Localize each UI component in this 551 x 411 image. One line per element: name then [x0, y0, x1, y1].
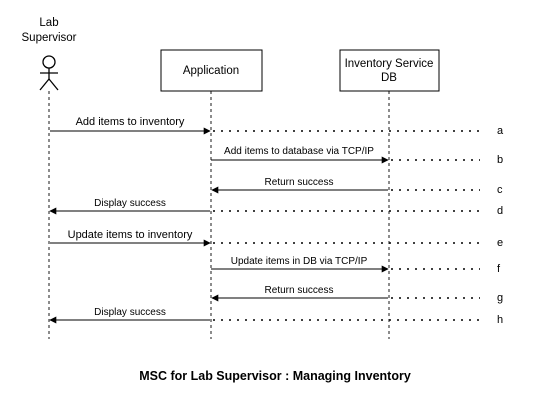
- message-tag: e: [497, 237, 503, 249]
- supervisor-label-line1: Lab: [39, 17, 58, 29]
- message-add-items-to-database: Add items to database via TCP/IP b: [211, 146, 503, 166]
- message-label: Add items to database via TCP/IP: [224, 146, 374, 157]
- message-tag: d: [497, 205, 503, 217]
- message-return-success-1: Return success c: [211, 177, 503, 196]
- message-label: Display success: [94, 307, 166, 318]
- diagram-caption: MSC for Lab Supervisor : Managing Invent…: [139, 369, 411, 383]
- message-tag: c: [497, 184, 503, 196]
- message-add-items-to-inventory: Add items to inventory a: [50, 116, 504, 137]
- message-tag: b: [497, 154, 503, 166]
- application-label: Application: [183, 65, 239, 77]
- message-tag: f: [497, 263, 501, 275]
- message-tag: h: [497, 314, 503, 326]
- db-box: [339, 49, 440, 92]
- message-label: Update items in DB via TCP/IP: [231, 256, 368, 267]
- application-box: [160, 49, 263, 92]
- supervisor-actor-icon: [39, 55, 59, 91]
- message-label: Return success: [265, 285, 334, 296]
- message-label: Update items to inventory: [68, 229, 193, 241]
- supervisor-label-line2: Supervisor: [22, 32, 77, 44]
- message-tag: a: [497, 125, 504, 137]
- message-tag: g: [497, 292, 503, 304]
- message-update-items-in-db: Update items in DB via TCP/IP f: [211, 256, 501, 275]
- db-label-line1: Inventory Service: [345, 58, 434, 70]
- message-label: Display success: [94, 198, 166, 209]
- message-display-success-1: Display success d: [49, 198, 503, 217]
- message-label: Return success: [265, 177, 334, 188]
- message-return-success-2: Return success g: [211, 285, 503, 304]
- message-label: Add items to inventory: [76, 116, 185, 128]
- message-update-items-to-inventory: Update items to inventory e: [50, 229, 503, 249]
- message-display-success-2: Display success h: [49, 307, 503, 326]
- db-label-line2: DB: [381, 72, 397, 84]
